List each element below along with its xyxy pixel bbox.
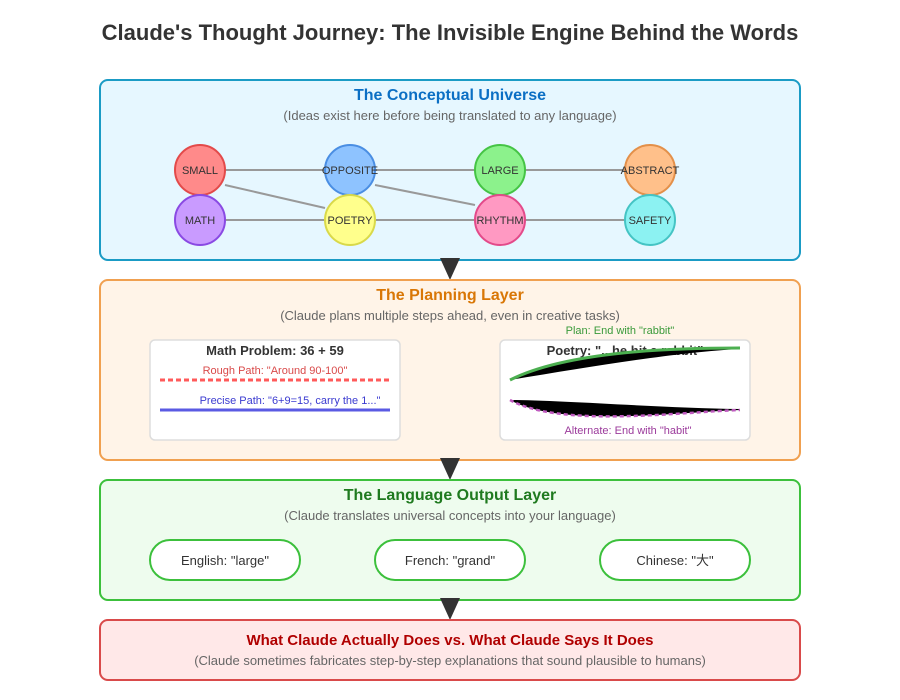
svg-text:OPPOSITE: OPPOSITE [322,165,378,177]
output-french: French: "grand" [374,539,526,581]
precise-path-label: Precise Path: "6+9=15, carry the 1..." [200,395,381,407]
plan-label: Plan: End with "rabbit" [566,325,675,337]
svg-text:SMALL: SMALL [182,165,218,177]
alternate-path-line [509,398,741,418]
concept-node-abstract: ABSTRACT [621,144,680,196]
svg-text:English: "large": English: "large" [181,553,269,568]
output-chinese: Chinese: "大" [599,539,751,581]
conceptual-universe-panel: The Conceptual Universe (Ideas exist her… [99,79,801,261]
concept-node-poetry: POETRY [324,194,376,246]
conceptual-title: The Conceptual Universe [354,87,546,104]
planning-layer-panel: The Planning Layer (Claude plans multipl… [99,279,801,461]
actual-vs-says-panel: What Claude Actually Does vs. What Claud… [99,619,801,681]
svg-text:ABSTRACT: ABSTRACT [621,165,680,177]
actual-panel-bg [99,619,801,681]
svg-text:POETRY: POETRY [327,215,373,227]
concept-link-small-poetry [224,184,326,209]
alternate-label: Alternate: End with "habit" [564,425,691,437]
svg-text:SAFETY: SAFETY [629,215,672,227]
concept-node-safety: SAFETY [624,194,676,246]
actual-subtitle: (Claude sometimes fabricates step-by-ste… [194,653,706,668]
language-output-panel: The Language Output Layer (Claude transl… [99,479,801,601]
flow-arrow-3 [440,598,460,620]
conceptual-subtitle: (Ideas exist here before being translate… [283,108,616,123]
main-title: Claude's Thought Journey: The Invisible … [102,20,799,45]
concept-node-rhythm: RHYTHM [474,194,526,246]
flow-arrow-1 [440,258,460,280]
concept-node-small: SMALL [174,144,226,196]
planning-title: The Planning Layer [376,287,524,304]
plan-path-line [509,346,741,382]
svg-text:Chinese: "大": Chinese: "大" [636,553,714,568]
language-subtitle: (Claude translates universal concepts in… [284,508,616,523]
math-problem-title: Math Problem: 36 + 59 [206,343,344,358]
concept-links [200,169,650,221]
concept-node-large: LARGE [474,144,526,196]
math-problem-card: Math Problem: 36 + 59 Rough Path: "Aroun… [149,339,401,441]
poetry-card: Poetry: "...he hit a rabbit" Plan: End w… [499,325,751,441]
output-english: English: "large" [149,539,301,581]
planning-subtitle: (Claude plans multiple steps ahead, even… [280,308,620,323]
actual-title: What Claude Actually Does vs. What Claud… [246,632,653,649]
svg-text:LARGE: LARGE [481,165,518,177]
concept-link-opposite-rhythm [374,184,476,206]
language-title: The Language Output Layer [344,487,556,504]
svg-text:RHYTHM: RHYTHM [476,215,523,227]
alternate-path-fill [510,400,740,417]
svg-text:MATH: MATH [185,215,215,227]
rough-path-label: Rough Path: "Around 90-100" [203,365,348,377]
flow-arrow-2 [440,458,460,480]
svg-text:French: "grand": French: "grand" [405,553,496,568]
concept-node-math: MATH [174,194,226,246]
